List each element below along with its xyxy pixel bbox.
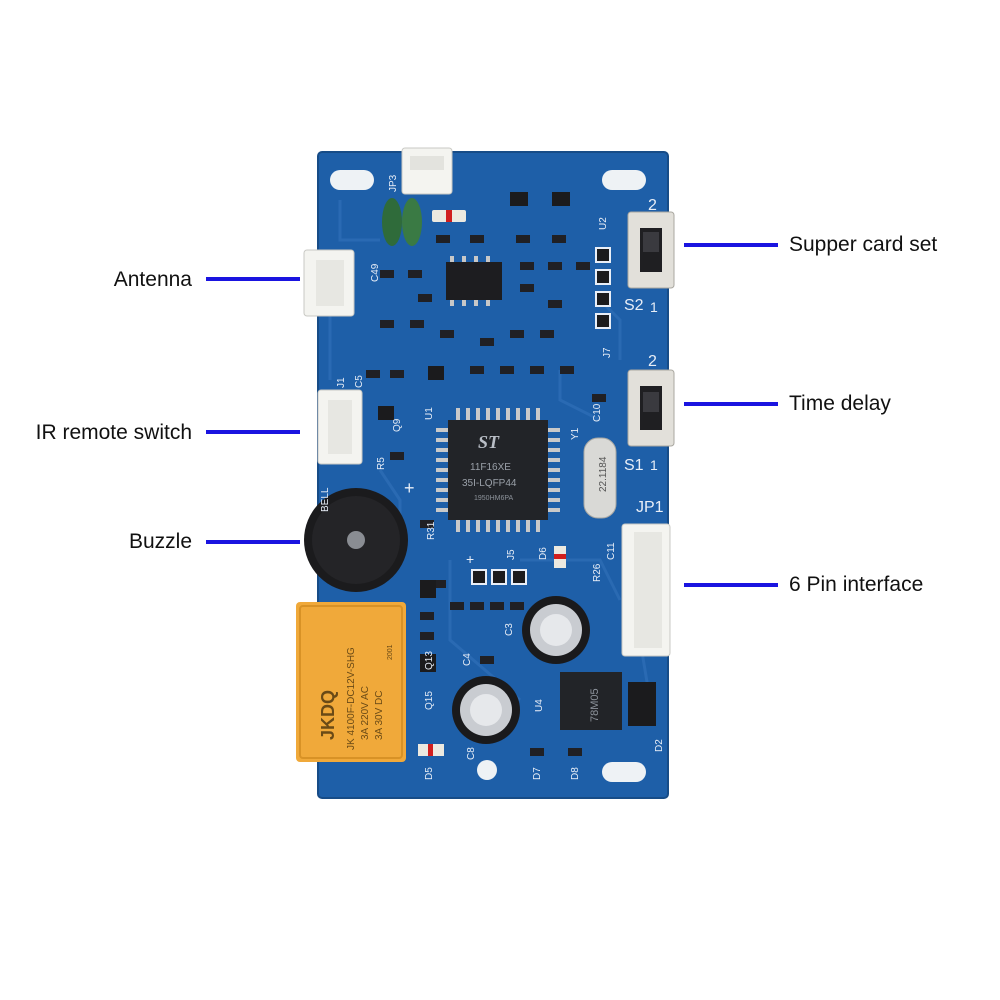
- j7-header: [595, 247, 611, 329]
- inductor-2: [402, 198, 422, 246]
- silk-r5: R5: [376, 457, 387, 470]
- silk-c8: C8: [466, 747, 477, 760]
- inductor-1: [382, 198, 402, 246]
- silk-jp1: JP1: [636, 499, 664, 516]
- silk-j1: J1: [336, 377, 347, 388]
- silk-bell: BELL: [320, 487, 331, 512]
- regulator-u4: [560, 672, 622, 730]
- silk-c49: C49: [370, 263, 381, 282]
- silk-u1: U1: [424, 407, 435, 420]
- crystal-text: 22.1184: [598, 456, 609, 492]
- antenna-label: Antenna: [113, 268, 192, 291]
- mcu-chip: [436, 408, 560, 532]
- silk-q13: Q13: [424, 651, 435, 670]
- silk-c3: C3: [504, 623, 515, 636]
- relay-line2: 3A 220V AC: [360, 686, 371, 740]
- silk-plus-buzzer: +: [404, 478, 415, 498]
- silk-d8: D8: [570, 767, 581, 780]
- relay-line1: JK 4100F-DC12V-SHG: [346, 647, 357, 750]
- diode-d2: [628, 682, 656, 726]
- silk-2-top: 2: [648, 197, 657, 214]
- buzzle-label: Buzzle: [128, 530, 192, 553]
- relay-code: 2001: [387, 644, 394, 660]
- crystal: [583, 437, 617, 519]
- relay-line3: 3A 30V DC: [374, 691, 385, 740]
- silk-u4: U4: [534, 699, 545, 712]
- silk-c5: C5: [354, 375, 365, 388]
- silk-j7: J7: [602, 347, 613, 358]
- supper-card-set-label: Supper card set: [789, 233, 938, 256]
- smd-components: [366, 235, 606, 756]
- mcu-line3: 1950HM6PA: [474, 495, 514, 502]
- silk-j5: J5: [506, 549, 517, 560]
- silk-jp3: JP3: [388, 174, 399, 192]
- silk-s1: S1: [624, 457, 644, 474]
- silk-c11: C11: [606, 542, 617, 560]
- time-delay-label: Time delay: [789, 392, 891, 415]
- mcu-line2: 35I-LQFP44: [462, 478, 517, 489]
- mount-slot-bottom-right: [602, 762, 646, 782]
- soic-chip: [446, 262, 502, 300]
- silk-2-mid: 2: [648, 353, 657, 370]
- six-pin-interface-label: 6 Pin interface: [789, 573, 924, 596]
- silk-d6: D6: [538, 547, 549, 560]
- silk-y1: Y1: [570, 427, 581, 440]
- silk-d7: D7: [532, 767, 543, 780]
- silk-1-top: 1: [650, 299, 658, 315]
- silk-q9: Q9: [392, 418, 403, 432]
- silk-r31: R31: [426, 521, 437, 540]
- regulator-text: 78M05: [589, 688, 601, 722]
- silk-q15: Q15: [424, 691, 435, 710]
- silk-1-mid: 1: [650, 457, 658, 473]
- jp3-connector: [401, 147, 453, 195]
- relay: [296, 602, 406, 762]
- ir-remote-switch-label: IR remote switch: [35, 421, 192, 444]
- silk-plus-j5: +: [466, 551, 474, 567]
- relay-brand: JKDQ: [318, 690, 338, 740]
- silk-d5: D5: [424, 767, 435, 780]
- silk-r26: R26: [592, 563, 603, 582]
- mount-slot-top-left: [330, 170, 374, 190]
- mount-slot-top-right: [602, 170, 646, 190]
- mcu-line1: 11F16XE: [470, 462, 511, 473]
- mcu-brand: ST: [478, 432, 500, 452]
- silk-c4: C4: [462, 653, 473, 666]
- j5-header: [471, 569, 527, 585]
- mount-hole-bottom: [477, 760, 497, 780]
- silk-u2: U2: [598, 217, 609, 230]
- silk-s2: S2: [624, 297, 644, 314]
- silk-c10: C10: [592, 403, 603, 422]
- silk-d2: D2: [654, 739, 665, 752]
